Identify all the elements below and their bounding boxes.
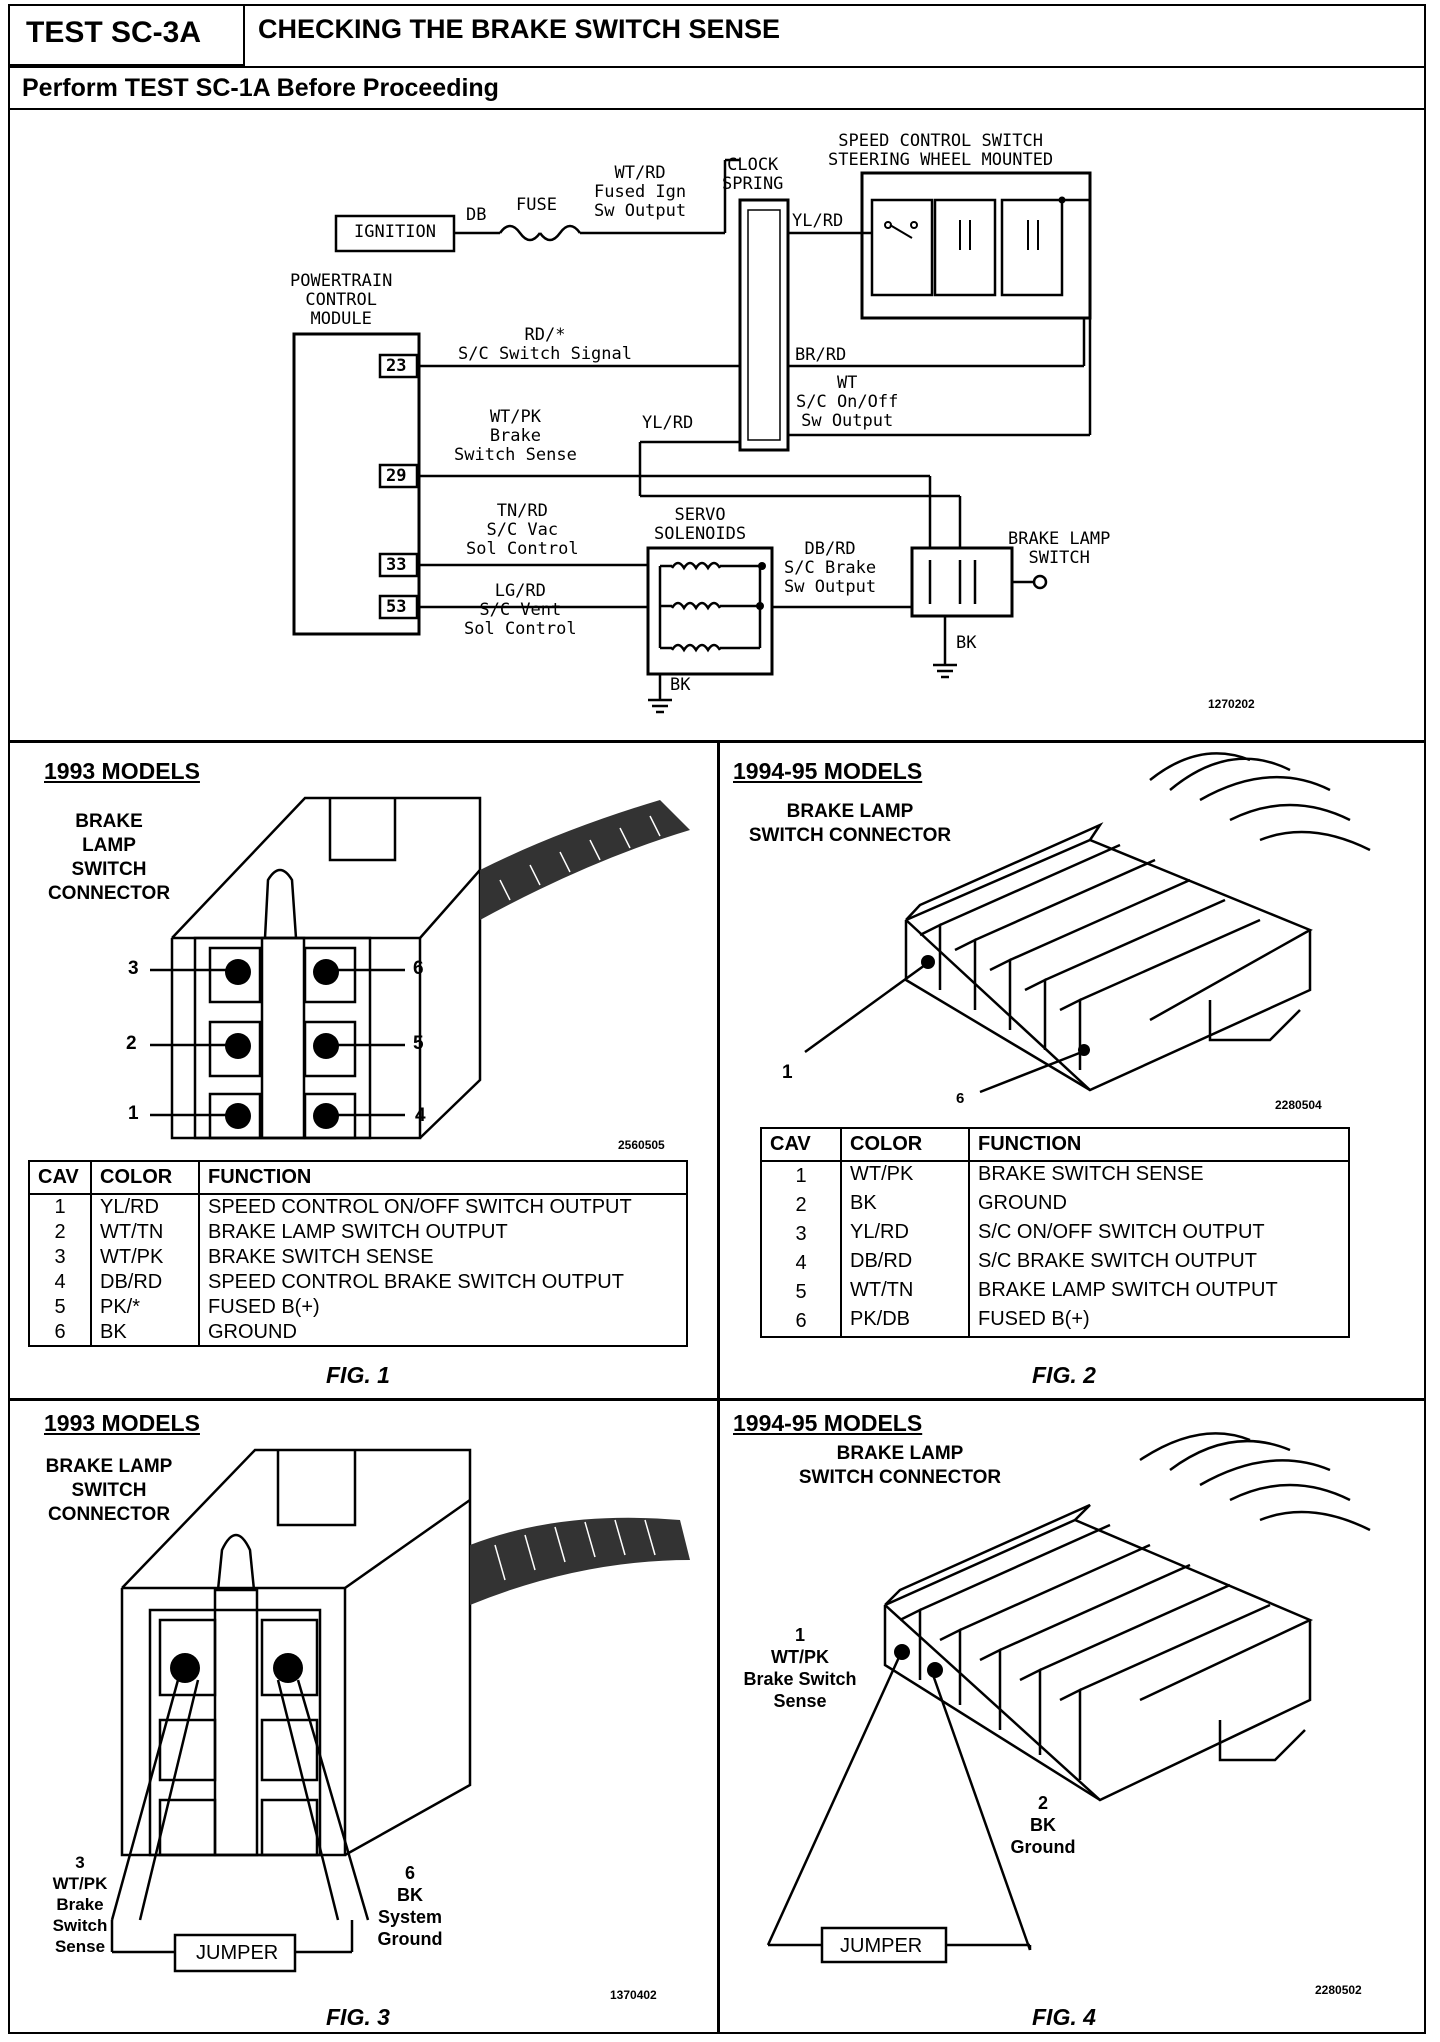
db-wire-label: DB <box>466 205 487 225</box>
fig4-jumper-label: JUMPER <box>840 1935 923 1957</box>
fig4-right-callout: 2 BK Ground <box>1010 1793 1076 1857</box>
bk-switch-label: BK <box>956 633 977 653</box>
fig2-code: 2280504 <box>1275 1098 1322 1112</box>
fig3-caption: FIG. 3 <box>326 2004 390 2030</box>
vac-sol-label: TN/RD S/C Vac Sol Control <box>466 501 579 559</box>
fig4-left-callout: 1 WT/PK Brake Switch Sense <box>743 1625 857 1711</box>
fig2-col-cav: CAV <box>761 1128 842 1162</box>
schematic-code: 1270202 <box>1208 697 1255 711</box>
fig3-code: 1370402 <box>610 1988 657 2002</box>
brake-lamp-switch-label: BRAKE LAMP SWITCH <box>1008 529 1111 568</box>
fig1-col-color: COLOR <box>91 1161 200 1195</box>
fig2-connector-label: BRAKE LAMP SWITCH CONNECTOR <box>748 801 952 846</box>
pin-33: 33 <box>386 555 407 575</box>
fig1-pin-6: 6 <box>413 958 424 979</box>
schematic-wiring <box>292 158 1092 714</box>
fig1-pin-5: 5 <box>413 1033 424 1054</box>
row-divider <box>8 1398 1426 1401</box>
fig2-col-function: FUNCTION <box>969 1128 1349 1162</box>
test-title: CHECKING THE BRAKE SWITCH SENSE <box>258 14 781 44</box>
fig2-pin-1: 1 <box>782 1062 793 1083</box>
br-rd-label: BR/RD <box>795 345 847 365</box>
fig2-heading: 1994-95 MODELS <box>733 758 923 784</box>
clock-spring-label: CLOCK SPRING <box>722 155 784 194</box>
fig3-heading: 1993 MODELS <box>44 1410 200 1436</box>
servo-label: SERVO SOLENOIDS <box>654 505 747 544</box>
fig1-caption: FIG. 1 <box>326 1362 390 1388</box>
fig4-caption: FIG. 4 <box>1032 2004 1096 2030</box>
fig2-pin-6: 6 <box>956 1090 965 1107</box>
pin-53: 53 <box>386 597 407 617</box>
fig2-col-color: COLOR <box>841 1128 970 1162</box>
yl-rd-mid-label: YL/RD <box>642 413 694 433</box>
fig3-connector-label: BRAKE LAMP SWITCH CONNECTOR <box>45 1456 173 1525</box>
fig4-connector-label: BRAKE LAMP SWITCH CONNECTOR <box>798 1443 1002 1488</box>
test-id: TEST SC-3A <box>26 16 202 49</box>
fig1-col-function: FUNCTION <box>199 1161 687 1195</box>
pin-23: 23 <box>386 356 407 376</box>
bk-servo-label: BK <box>670 675 691 695</box>
fig1-pin-4: 4 <box>415 1105 426 1126</box>
schematic-bottom-divider <box>8 740 1426 743</box>
test-id-box <box>8 4 245 66</box>
fig1-pin-1: 1 <box>128 1103 139 1124</box>
vent-sol-label: LG/RD S/C Vent Sol Control <box>464 581 577 639</box>
speed-control-label: SPEED CONTROL SWITCH STEERING WHEEL MOUN… <box>828 131 1054 170</box>
header-divider <box>8 66 1426 68</box>
fig3-connector-drawing <box>110 1448 690 1973</box>
fig1-pin-3: 3 <box>128 958 139 979</box>
brake-out-label: DB/RD S/C Brake Sw Output <box>784 539 877 597</box>
fused-ign-label: WT/RD Fused Ign Sw Output <box>594 163 687 221</box>
yl-rd-top-label: YL/RD <box>792 211 844 231</box>
ignition-label: IGNITION <box>354 222 436 242</box>
fig1-col-cav: CAV <box>29 1161 92 1195</box>
fig2-connector-drawing <box>804 752 1371 1094</box>
sc-onoff-label: WT S/C On/Off Sw Output <box>796 373 899 431</box>
fuse-label: FUSE <box>516 195 557 215</box>
subtitle-divider <box>8 108 1426 110</box>
fig1-connector-label: BRAKE LAMP SWITCH CONNECTOR <box>47 811 171 904</box>
fig3-left-callout: 3 WT/PK Brake Switch Sense <box>52 1853 108 1956</box>
fig1-code: 2560505 <box>618 1138 665 1152</box>
fig3-jumper-label: JUMPER <box>196 1942 279 1964</box>
fig4-heading: 1994-95 MODELS <box>733 1410 923 1436</box>
brake-sense-label: WT/PK Brake Switch Sense <box>454 407 577 465</box>
fig1-heading: 1993 MODELS <box>44 758 200 784</box>
fig2-caption: FIG. 2 <box>1032 1362 1096 1388</box>
sc-switch-signal-label: RD/* S/C Switch Signal <box>458 325 632 364</box>
pcm-label: POWERTRAIN CONTROL MODULE <box>290 271 393 329</box>
test-subtitle: Perform TEST SC-1A Before Proceeding <box>22 74 499 102</box>
fig1-pin-2: 2 <box>126 1033 137 1054</box>
fig4-code: 2280502 <box>1315 1983 1362 1997</box>
fig1-connector-drawing <box>150 796 690 1140</box>
pin-29: 29 <box>386 466 407 486</box>
fig3-right-callout: 6 BK System Ground <box>377 1863 443 1949</box>
vertical-divider <box>717 742 720 2034</box>
